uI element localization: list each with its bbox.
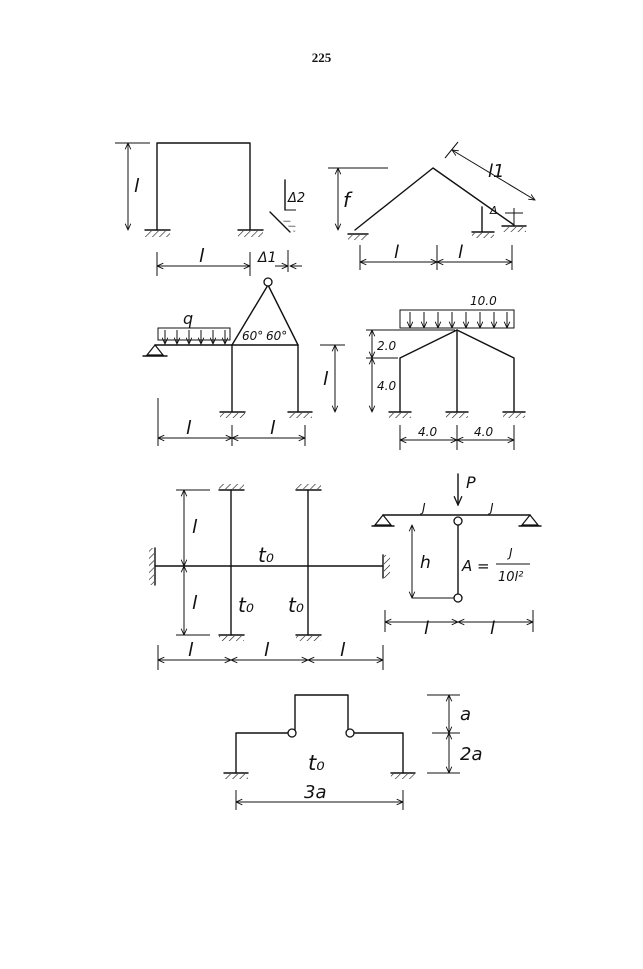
fig4-load-label: 10.0 — [470, 294, 497, 308]
fig6-beam-strut: P J J h A = J 10l² l l — [371, 473, 542, 639]
fig7-hinged-frame: t₀ a 2a 3a — [223, 694, 482, 810]
fig3-fixed-left — [219, 411, 246, 418]
fig6-span-left-label: l — [424, 618, 429, 639]
fig6-pin-left — [373, 514, 393, 526]
page-number: 225 — [311, 50, 332, 65]
fig6-pin-right — [520, 514, 540, 526]
fig6-height-label: h — [420, 553, 431, 573]
fig5-beam-temp-label: t₀ — [258, 543, 274, 567]
fig2-span-left-label: l — [394, 242, 399, 263]
fig6-area-denominator: 10l² — [498, 570, 523, 585]
fig4-span-left-label: 4.0 — [418, 425, 437, 439]
fig3-angle-left-label: 60° — [242, 329, 263, 343]
fig3-span-right-label: l — [270, 417, 276, 439]
fig1-portal-frame: l l Δ1 Δ2 — [115, 142, 305, 276]
fig6-area-numerator: J — [507, 546, 513, 560]
fig1-height-label: l — [134, 175, 140, 197]
fig6-inertia-left-label: J — [420, 501, 426, 515]
fig5-wall-right — [382, 554, 390, 579]
fig5-span3-label: l — [340, 639, 346, 661]
fig7-temp-label: t₀ — [308, 751, 325, 775]
fig7-top-height-label: a — [460, 704, 471, 725]
fig7-hinge-right — [345, 728, 355, 738]
fig3-pin-support — [145, 344, 165, 356]
fig7-top-part — [294, 694, 349, 734]
fig4-supports — [388, 411, 526, 418]
fig4-gable-numeric: 10.0 2.0 4.0 4.0 4.0 — [366, 294, 526, 450]
fig2-gable-frame: f l1 Δ l l — [328, 141, 535, 270]
fig2-support-left — [347, 233, 369, 240]
fig3-frame-triangle: q 60° 60° l l l — [142, 277, 345, 446]
fig3-fixed-right — [287, 411, 313, 418]
fig6-load-label: P — [466, 473, 476, 492]
fig7-span-label: 3a — [304, 782, 326, 803]
fig3-height-label: l — [323, 368, 329, 390]
fig5-height-top-label: l — [192, 516, 198, 538]
fig7-right-part — [352, 732, 404, 774]
fig5-span2-label: l — [264, 639, 270, 661]
fig1-delta2-label: Δ2 — [287, 191, 305, 206]
fig3-load-label: q — [183, 309, 193, 328]
fig1-span-label: l — [199, 245, 205, 267]
fig6-area-label: A = — [461, 557, 490, 575]
fig1-settlement-sketch — [269, 179, 298, 233]
fig2-frame — [354, 167, 515, 231]
fig2-support-mid — [471, 231, 495, 238]
fig2-delta-label: Δ — [489, 204, 498, 217]
fig3-load-block — [157, 327, 231, 341]
fig2-span-right-label: l — [458, 242, 463, 263]
fig7-bottom-height-label: 2a — [460, 744, 482, 765]
fig3-span-left-label: l — [186, 417, 192, 439]
fig1-frame — [156, 142, 251, 231]
fig3-angle-right-label: 60° — [266, 329, 287, 343]
fig5-wall-left — [149, 547, 156, 586]
fig5-bottom-supports — [218, 634, 322, 641]
fig5-temperature-frame: t₀ t₀ t₀ l l l l l — [149, 484, 390, 670]
fig2-rafter-label: l1 — [488, 161, 504, 182]
fig1-fixed-support-left — [144, 229, 171, 237]
fig6-span-right-label: l — [490, 618, 495, 639]
fig4-span-right-label: 4.0 — [474, 425, 493, 439]
fig6-inertia-right-label: J — [488, 501, 494, 515]
fig2-support-right-settled — [501, 208, 527, 232]
fig7-left-part — [235, 732, 291, 774]
fig7-hinge-left — [287, 728, 297, 738]
fig1-fixed-support-right — [237, 229, 264, 237]
fig5-col2-temp-label: t₀ — [288, 593, 304, 617]
fig3-hinge — [263, 277, 273, 287]
fig5-span1-label: l — [188, 639, 194, 661]
fig4-load-block — [399, 309, 515, 329]
fig6-hinge-bottom — [453, 593, 463, 603]
fig4-rise-label: 2.0 — [377, 339, 396, 353]
fig7-supports — [223, 772, 416, 779]
fig4-height-label: 4.0 — [377, 379, 396, 393]
fig2-rise-label: f — [343, 188, 353, 212]
fig1-delta1-label: Δ1 — [257, 250, 276, 266]
fig5-height-bottom-label: l — [192, 592, 198, 614]
fig5-top-supports — [218, 484, 322, 491]
fig5-col1-temp-label: t₀ — [238, 593, 254, 617]
fig6-hinge-top — [453, 516, 463, 526]
